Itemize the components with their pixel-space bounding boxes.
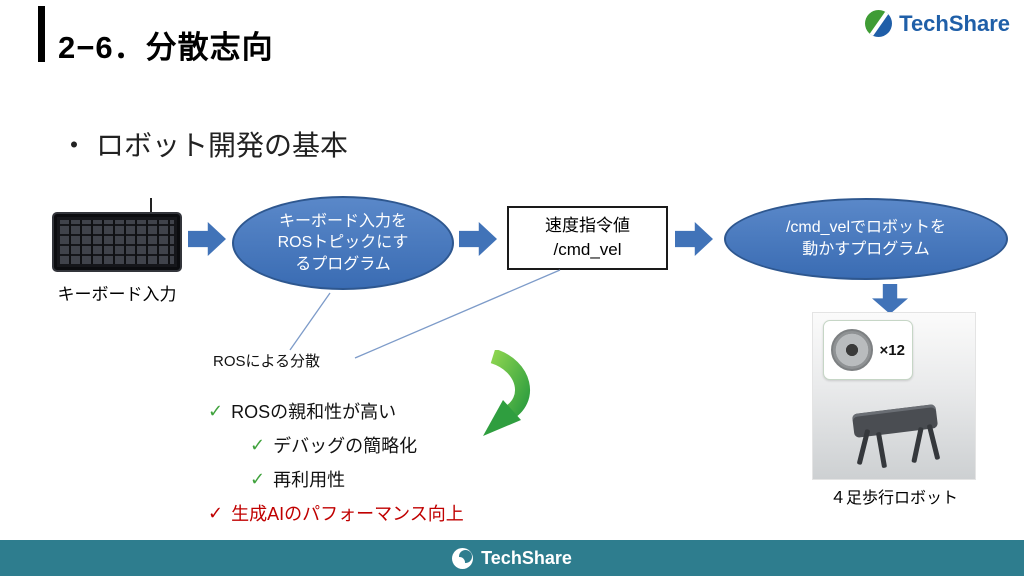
techshare-logo-icon — [865, 10, 893, 37]
techshare-logo: TechShare — [865, 10, 1010, 37]
check-icon: ✓ — [208, 400, 224, 421]
robot-caption: ４足歩行ロボット — [829, 490, 958, 507]
bullet-glyph: ・ — [60, 130, 89, 161]
bullet-heading: ・ ロボット開発の基本 — [60, 124, 348, 164]
motor-icon — [831, 329, 873, 371]
checklist-item-text: デバッグの簡略化 — [273, 436, 418, 456]
title-accent-bar — [38, 6, 45, 62]
keyboard-cable — [150, 198, 152, 214]
check-icon: ✓ — [250, 468, 266, 489]
flow-arrow-2 — [459, 222, 497, 256]
keyboard-image — [52, 212, 182, 272]
flow-ellipse-keyboard-program: キーボード入力を ROSトピックにす るプログラム — [232, 196, 454, 290]
checklist-item-text: ROSの親和性が高い — [231, 402, 397, 422]
ros-distribution-label: ROSによる分散 — [213, 353, 321, 370]
flow-rect-cmd-vel: 速度指令値 /cmd_vel — [507, 206, 668, 270]
techshare-footer-logo-text: TechShare — [481, 547, 572, 568]
bullet-text: ロボット開発の基本 — [96, 130, 349, 161]
footer-bar: TechShare — [0, 540, 1024, 576]
flow-arrow-down — [872, 284, 908, 314]
check-icon: ✓ — [208, 502, 224, 523]
robot-leg — [911, 426, 924, 464]
motor-inset: ×12 — [823, 320, 913, 380]
techshare-footer-logo-icon — [452, 547, 474, 569]
flow-arrow-3 — [675, 222, 713, 256]
checklist-item-highlight: ✓ 生成AIのパフォーマンス向上 — [208, 500, 464, 526]
motor-count-label: ×12 — [879, 341, 905, 359]
checklist-item: ✓ 再利用性 — [250, 466, 464, 492]
green-swoosh-arrow — [483, 350, 530, 436]
flow-ellipse-robot-program: /cmd_velでロボットを 動かすプログラム — [724, 198, 1008, 280]
slide-title: 2−6．分散志向 — [58, 30, 274, 65]
quadruped-robot-figure — [831, 399, 961, 469]
checklist-item: ✓ ROSの親和性が高い — [208, 398, 464, 424]
robot-photo: ×12 — [812, 312, 976, 480]
robot-leg — [926, 423, 941, 461]
checklist: ✓ ROSの親和性が高い ✓ デバッグの簡略化 ✓ 再利用性 ✓ 生成AIのパフ… — [208, 398, 464, 534]
check-icon: ✓ — [250, 434, 266, 455]
flow-arrow-1 — [188, 222, 226, 256]
keyboard-keys — [60, 220, 174, 264]
keyboard-label: キーボード入力 — [57, 285, 177, 304]
checklist-item-text: 再利用性 — [273, 470, 346, 490]
checklist-item: ✓ デバッグの簡略化 — [250, 432, 464, 458]
checklist-item-text: 生成AIのパフォーマンス向上 — [231, 504, 464, 524]
techshare-logo-text: TechShare — [899, 10, 1010, 36]
robot-leg — [875, 431, 888, 469]
